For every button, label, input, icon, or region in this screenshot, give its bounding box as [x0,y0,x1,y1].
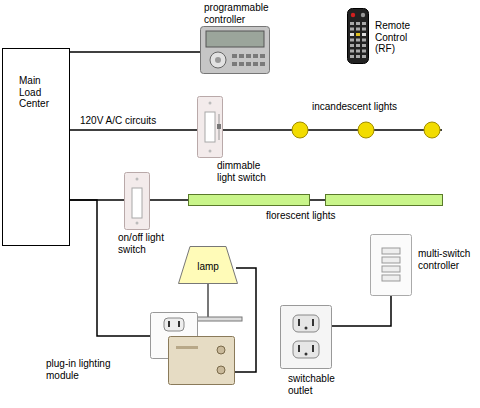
wire [70,129,197,131]
circuit-label: 120V A/C circuits [80,115,156,127]
incandescent-lights: incandescent lights [290,121,442,139]
dimmable-switch: dimmable light switch [197,96,223,158]
plug-in-module-drawing [150,312,235,386]
device-label: switchable outlet [288,373,358,396]
incandescent-lights-drawing [290,121,442,139]
device-label: florescent lights [266,210,366,222]
wire [332,296,391,326]
device-label: programmable controller [204,2,284,25]
wire [235,268,256,372]
wire [70,51,200,53]
switchable-outlet-drawing [280,305,332,369]
wire [150,199,188,201]
device-label: dimmable light switch [217,160,277,183]
on-off-switch: on/off light switch [124,172,150,230]
programmable-controller: programmable controller [200,26,270,74]
device-label: multi-switch controller [418,248,476,271]
switchable-outlet: switchable outlet [280,305,332,369]
remote-control: Remote Control (RF) [347,8,369,64]
plug-in-module: plug-in lighting module [150,312,235,386]
device-label: on/off light switch [118,232,180,255]
fluorescent-lights-drawing [188,194,443,206]
lamp-label: lamp [178,261,238,273]
lamp-shade: lamp [178,246,238,284]
on-off-switch-drawing [124,172,150,230]
device-label: incandescent lights [312,101,422,113]
fluorescent-lights: florescent lights [188,194,443,206]
multi-switch-controller-drawing [370,234,412,296]
dimmable-switch-drawing [197,96,223,158]
programmable-controller-drawing [200,26,270,74]
box-title: Main Load Center [19,75,61,110]
remote-control-drawing [347,8,369,64]
device-label: Remote Control (RF) [375,20,423,55]
device-label: plug-in lighting module [46,358,144,381]
multi-switch-controller: multi-switch controller [370,234,412,296]
load-center-box: Main Load Center [2,48,70,246]
lamp-stem [207,284,209,318]
wire [223,129,290,131]
